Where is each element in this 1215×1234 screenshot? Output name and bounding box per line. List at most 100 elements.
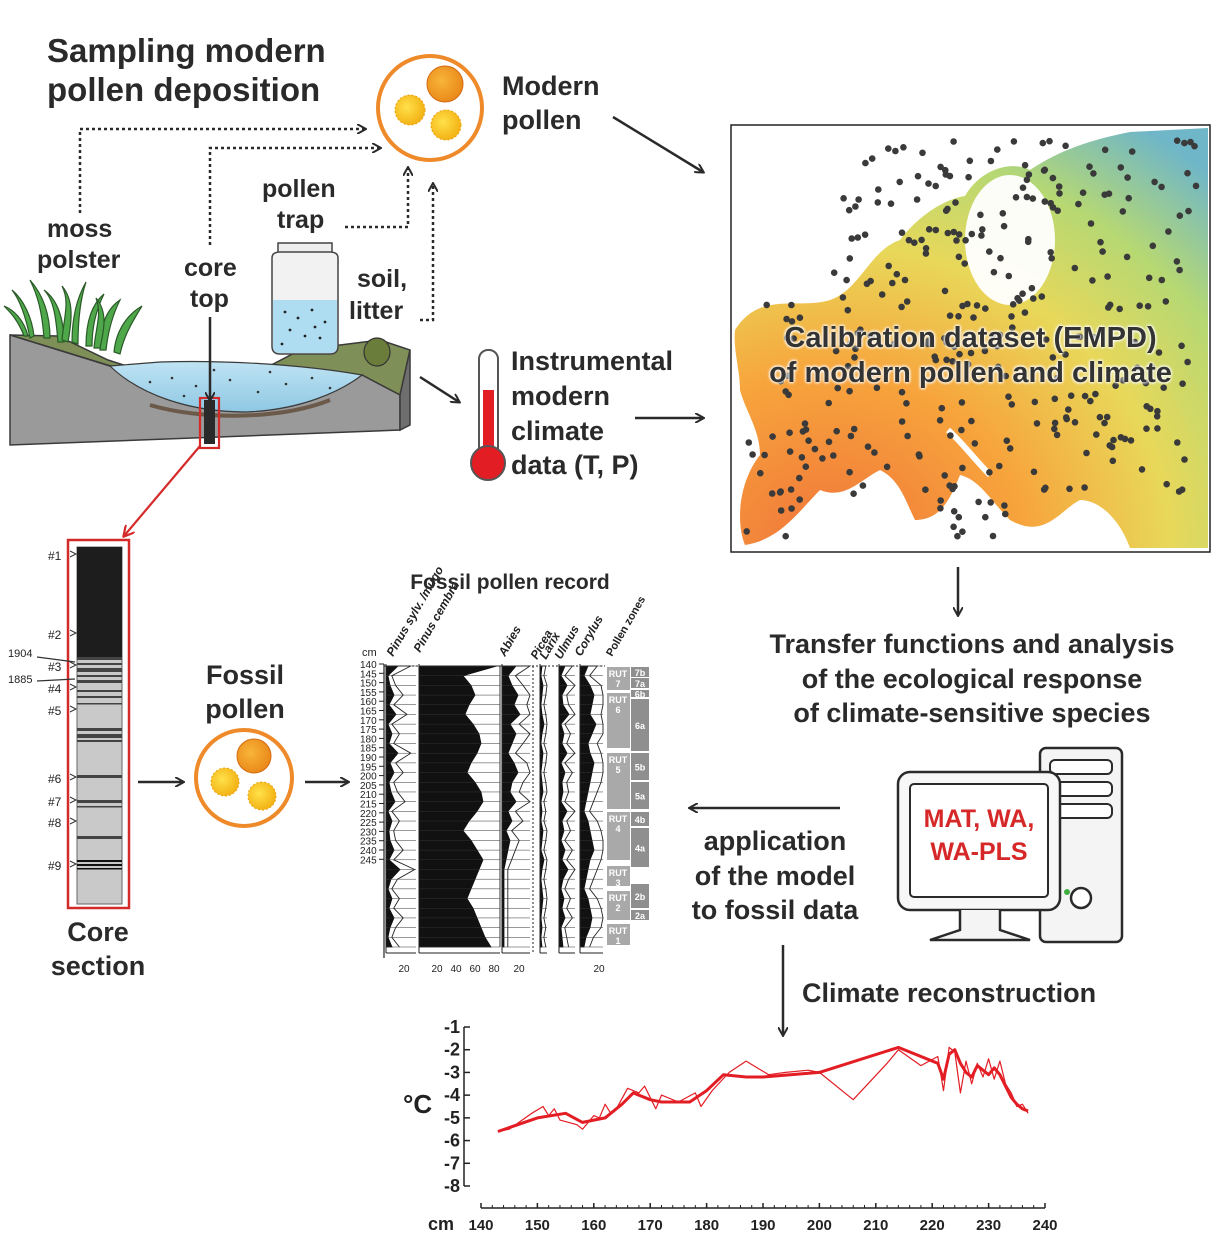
map-site-dot	[1124, 174, 1131, 181]
map-site-dot	[1143, 425, 1150, 433]
map-site-dot	[1054, 207, 1061, 214]
application-label-3: to fossil data	[691, 895, 859, 925]
map-site-dot	[925, 226, 933, 233]
map-site-dot	[898, 229, 906, 236]
map-site-dot	[953, 237, 960, 244]
map-site-dot	[922, 250, 930, 257]
map-site-dot	[900, 144, 907, 151]
x-tick-label: 210	[863, 1217, 888, 1234]
map-site-dot	[1021, 309, 1029, 316]
map-site-dot	[862, 159, 869, 167]
depth-unit-label: cm	[362, 647, 377, 659]
map-site-dot	[1158, 183, 1165, 191]
map-site-dot	[763, 301, 770, 309]
zone-label: RUT	[609, 868, 628, 878]
fossil-pollen-label-1: Fossil	[205, 660, 285, 690]
pollen-curve	[418, 665, 498, 948]
map-site-dot	[1021, 161, 1029, 169]
instrumental-label-4: data (T, P)	[511, 450, 639, 480]
map-site-dot	[1153, 413, 1161, 420]
map-site-dot	[994, 146, 1001, 153]
map-site-dot	[1121, 435, 1129, 443]
pollen-curve	[579, 665, 597, 948]
map-site-dot	[1033, 420, 1041, 427]
map-site-dot	[982, 513, 989, 521]
reconstruction-line-smoothed	[497, 1045, 1029, 1133]
map-site-dot	[883, 463, 891, 471]
fossil-pollen-circle	[194, 728, 294, 828]
map-site-dot	[1053, 431, 1061, 439]
map-site-dot	[1041, 198, 1049, 205]
map-site-dot	[1149, 242, 1157, 250]
modern-pollen-label-2: pollen	[502, 105, 582, 135]
map-site-dot	[1143, 403, 1150, 410]
map-site-dot	[783, 315, 790, 323]
map-site-dot	[1176, 212, 1184, 219]
map-site-dot	[1089, 277, 1096, 284]
map-site-dot	[1039, 139, 1047, 147]
map-site-dot	[1119, 208, 1127, 215]
subzone-label: 4a	[635, 844, 646, 854]
map-site-dot	[819, 455, 826, 462]
pollen-x-tick-label: 20	[431, 964, 443, 975]
map-site-dot	[1099, 248, 1106, 255]
map-site-dot	[982, 305, 989, 312]
map-site-dot	[993, 342, 1001, 350]
map-site-dot	[798, 454, 806, 461]
map-site-dot	[1076, 333, 1084, 341]
map-site-dot	[847, 432, 855, 440]
subzone-box	[631, 884, 649, 908]
pollen-curve	[501, 665, 521, 948]
pollen-trap-label-2: trap	[277, 206, 325, 234]
map-site-dot	[896, 178, 903, 186]
map-site-dot	[955, 313, 962, 320]
x-tick-label: 200	[807, 1217, 832, 1234]
zone-box	[607, 866, 630, 886]
zone-label: 1	[615, 936, 620, 946]
map-site-dot	[950, 228, 958, 236]
map-site-dot	[887, 200, 895, 207]
map-site-dot	[1006, 445, 1014, 452]
zone-label: 6	[615, 705, 620, 715]
depth-tick-label: 180	[360, 734, 377, 745]
map-site-dot	[1119, 377, 1127, 384]
map-site-dot	[769, 433, 776, 440]
map-site-dot	[757, 469, 764, 477]
map-site-dot	[1000, 222, 1008, 230]
map-site-dot	[955, 231, 963, 238]
map-site-dot	[788, 318, 796, 325]
map-site-dot	[964, 300, 971, 308]
map-site-dot	[844, 362, 852, 370]
map-site-dot	[951, 343, 958, 350]
map-site-dot	[825, 438, 833, 446]
transfer-label-3: of climate-sensitive species	[793, 698, 1151, 728]
map-site-dot	[1176, 266, 1183, 274]
map-site-dot	[830, 269, 838, 277]
map-site-dot	[1090, 170, 1097, 177]
map-site-dot	[761, 451, 768, 459]
core-year-label: 1904	[8, 648, 32, 660]
pollen-x-tick-label: 20	[398, 964, 410, 975]
x-tick-label: 180	[694, 1217, 719, 1234]
map-site-dot	[987, 499, 994, 506]
map-site-dot	[1062, 351, 1069, 358]
y-axis-label: °C	[403, 1089, 432, 1119]
map-site-dot	[1019, 184, 1027, 191]
map-site-dot	[768, 490, 776, 497]
zone-box	[607, 924, 630, 945]
map-site-dot	[913, 196, 921, 203]
map-site-dot	[999, 210, 1007, 217]
map-site-dot	[796, 474, 803, 482]
map-site-dot	[1051, 419, 1059, 427]
y-tick-label: -7	[444, 1153, 460, 1173]
map-site-dot	[868, 155, 876, 162]
europe-map	[730, 124, 1211, 553]
map-site-dot	[852, 203, 859, 210]
map-site-dot	[954, 532, 961, 540]
map-site-dot	[790, 335, 797, 342]
x-tick-label: 160	[581, 1217, 606, 1234]
map-site-dot	[1110, 436, 1117, 444]
zone-label: 4	[615, 824, 620, 834]
moss-label-1: moss	[47, 215, 113, 243]
